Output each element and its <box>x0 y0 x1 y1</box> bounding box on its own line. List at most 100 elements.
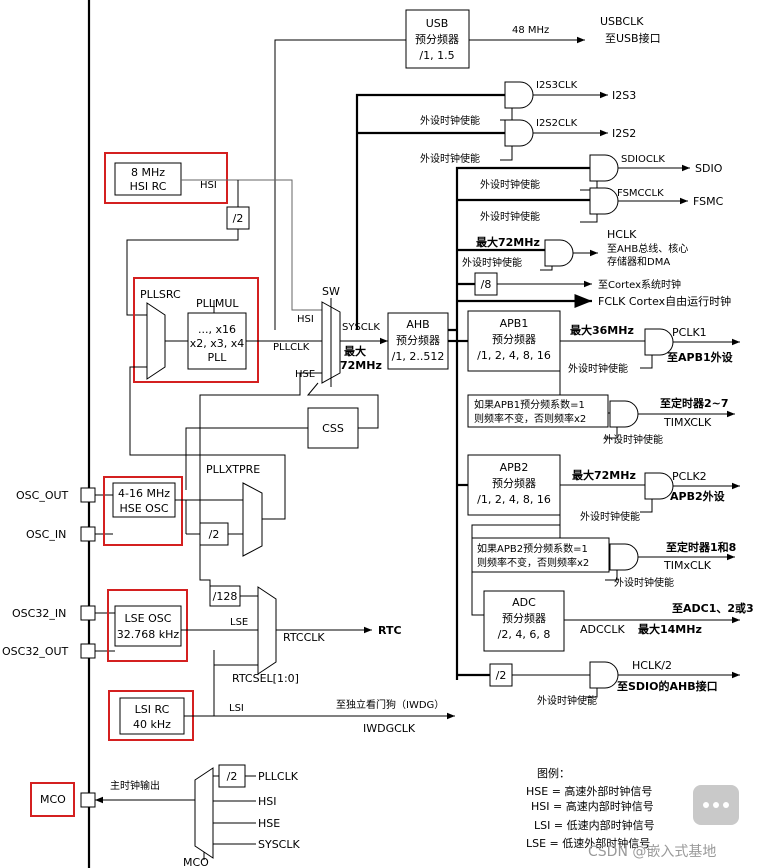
css-label: CSS <box>322 422 344 435</box>
apb2-en: 外设时钟使能 <box>580 510 640 523</box>
lsi-line1: LSI RC <box>135 703 170 716</box>
hse-div2: /2 <box>209 528 220 541</box>
lse-line2: 32.768 kHz <box>117 628 180 641</box>
hsi-rc-box <box>114 162 182 196</box>
lsi-iwdg-desc: 至独立看门狗（IWDG） <box>336 698 444 711</box>
hclk-desc1: 至AHB总线、核心 <box>607 242 688 255</box>
sdio-and-gate <box>589 154 619 182</box>
hsi-to-sw <box>181 179 322 311</box>
hsi-line2: HSI RC <box>130 180 167 193</box>
fclk-desc: FCLK Cortex自由运行时钟 <box>598 294 731 308</box>
sdio-out: SDIO <box>695 162 723 175</box>
i2s2-en: 外设时钟使能 <box>420 152 480 165</box>
osc-in-pin <box>80 526 96 542</box>
hse-osc-box <box>112 482 176 518</box>
tim1-en-line <box>605 427 618 439</box>
hclk-max: 最大72MHz <box>476 235 540 249</box>
i2s2-en-line <box>500 146 513 161</box>
mco-pin-box <box>80 792 96 808</box>
hse-line2: HSE OSC <box>119 502 168 515</box>
hsi-div2: /2 <box>233 212 244 225</box>
i2s2-and-gate <box>504 119 534 147</box>
apb1-desc: 至APB1外设 <box>667 350 734 364</box>
usb-out-desc: 至USB接口 <box>605 32 661 45</box>
usb-prescaler-box <box>405 9 470 69</box>
pll-highlight <box>133 277 259 383</box>
adc-dest: 至ADC1、2或3 <box>672 601 754 615</box>
watermark-text: CSDN @嵌入式基地 <box>588 843 716 860</box>
osc-out-pin <box>80 487 96 503</box>
pllxtpre-to-pllsrc <box>129 366 286 520</box>
mco-hse: HSE <box>258 817 280 830</box>
fsmc-clk: FSMCCLK <box>617 188 664 199</box>
lsi-iwdgclk: IWDGCLK <box>363 722 416 735</box>
pll-clk: PLLCLK <box>273 342 310 353</box>
lse-highlight <box>107 589 188 662</box>
ahb-line2: 预分频器 <box>396 333 440 347</box>
apb1-line3: /1, 2, 4, 8, 16 <box>477 349 551 362</box>
mco-div2: /2 <box>227 770 238 783</box>
hclk-desc2: 存储器和DMA <box>607 255 670 268</box>
pll-m3: PLL <box>208 351 228 364</box>
ahb-prescaler-box <box>387 312 449 370</box>
tim2-clk: TIMxCLK <box>663 559 712 572</box>
pll-src: PLLSRC <box>140 288 181 301</box>
pll-m1: ..., x16 <box>198 323 236 336</box>
hsi-label: HSI <box>200 180 217 191</box>
css-line <box>306 382 379 429</box>
ahb-line3: /1, 2..512 <box>392 350 445 363</box>
apb2-desc: APB2外设 <box>670 489 726 503</box>
lse-out: OSC32_OUT <box>2 645 69 658</box>
mco-mux-label: MCO <box>183 856 209 868</box>
hse-to-sw <box>199 372 322 500</box>
hclk-name: HCLK <box>607 228 637 241</box>
fsmc-en-line <box>580 214 598 223</box>
sdio-bus <box>455 166 590 330</box>
lsi-to-rtcsel <box>213 650 258 666</box>
usb-freq: 48 MHz <box>512 25 549 36</box>
i2s2-clk: I2S2CLK <box>536 118 578 129</box>
apb2-prescaler-box <box>467 454 561 516</box>
hse-osc-in: OSC_IN <box>26 528 66 541</box>
lse-in: OSC32_IN <box>12 607 66 620</box>
usb-out: USBCLK <box>600 15 644 28</box>
csdn-logo-icon <box>693 785 739 825</box>
adc-line3: /2, 4, 6, 8 <box>498 628 551 641</box>
hclk2-name: HCLK/2 <box>632 659 672 672</box>
cortex-desc: 至Cortex系统时钟 <box>598 278 681 291</box>
apb2-line3: /1, 2, 4, 8, 16 <box>477 493 551 506</box>
lse-osc-box <box>114 605 182 647</box>
sdio-en: 外设时钟使能 <box>480 178 540 191</box>
hclk2-en-line <box>585 688 598 698</box>
hclk2-and-gate <box>589 661 619 689</box>
i2s3-out: I2S3 <box>612 89 636 102</box>
tim1-note2: 则频率不变，否则频率x2 <box>474 412 586 425</box>
adc-line2: 预分频器 <box>502 611 546 625</box>
adc-max: 最大14MHz <box>638 622 702 636</box>
sw-max1: 最大 <box>344 344 366 358</box>
mco-sysclk: SYSCLK <box>258 838 300 851</box>
i2s2-out: I2S2 <box>612 127 636 140</box>
apb2-en-line <box>640 499 653 513</box>
tim2-en: 外设时钟使能 <box>614 576 674 589</box>
apb1-en: 外设时钟使能 <box>568 362 628 375</box>
apb1-prescaler-box <box>467 310 561 372</box>
legend-l1: HSE = 高速外部时钟信号 <box>526 784 652 798</box>
osc32-in-pin <box>80 605 96 621</box>
ahb-bus-top <box>355 93 505 330</box>
hse-line1: 4-16 MHz <box>118 487 170 500</box>
sdio-clk: SDIOCLK <box>621 154 665 165</box>
hsi-line1: 8 MHz <box>131 166 165 179</box>
lse-line1: LSE OSC <box>125 612 172 625</box>
mco-hsi: HSI <box>258 795 277 808</box>
tim1-note1: 如果APB1预分频系数=1 <box>474 398 585 411</box>
hse-osc-out: OSC_OUT <box>16 489 69 502</box>
sw-sysclk: SYSCLK <box>342 322 380 333</box>
lse-rtcsel: RTCSEL[1:0] <box>232 672 299 685</box>
tim1-dest: 至定时器2~7 <box>660 396 729 410</box>
tim1-clk: TIMXCLK <box>663 416 712 429</box>
css-to-hse <box>185 427 308 490</box>
adc-line1: ADC <box>512 596 536 609</box>
lsi-rc-box <box>119 697 185 735</box>
